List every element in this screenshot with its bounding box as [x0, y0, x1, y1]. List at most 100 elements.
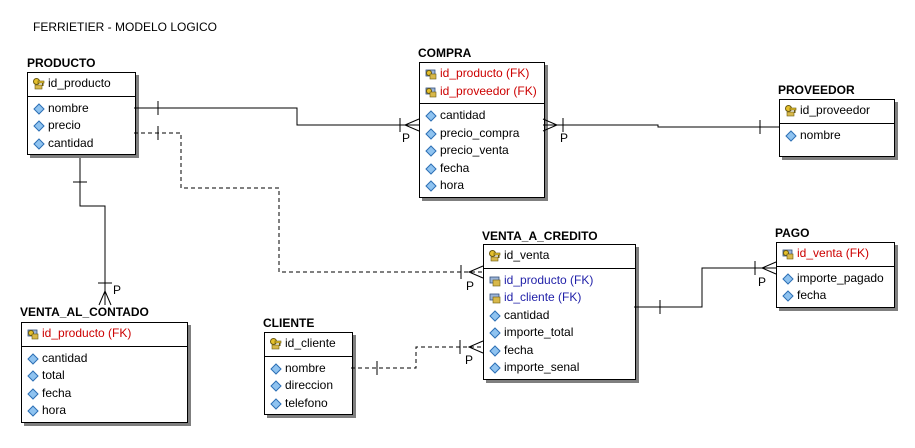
attribute: importe_pagado — [777, 270, 894, 288]
identifying-marker: P — [758, 275, 766, 289]
foreign-key-icon — [425, 87, 437, 97]
attr-label: total — [42, 368, 65, 382]
crowfoot — [760, 261, 777, 275]
attr-label: id_proveedor — [800, 103, 871, 117]
fk-attribute: id_cliente (FK) — [484, 289, 635, 307]
attribute: fecha — [420, 160, 544, 178]
rel-producto-venta-a-credito — [134, 132, 483, 273]
attr-label: importe_pagado — [797, 270, 884, 285]
attr-label: id_producto (FK) — [440, 66, 530, 80]
attr-label: precio — [48, 118, 81, 132]
attr-label: id_cliente — [285, 336, 336, 350]
attr-label: direccion — [285, 378, 334, 392]
attribute-icon — [425, 110, 437, 122]
crowfoot — [403, 118, 420, 132]
attr-label: id_venta (FK) — [797, 246, 870, 260]
entity-name-compra: COMPRA — [418, 46, 472, 60]
attribute-icon — [270, 397, 282, 410]
attr-label: id_producto (FK) — [504, 272, 594, 287]
attribute: cantidad — [28, 135, 135, 153]
foreign-key-icon — [425, 69, 437, 80]
attribute-icon — [33, 137, 45, 150]
attribute: importe_total — [484, 324, 635, 342]
attribute-icon — [782, 290, 794, 302]
attr-label: telefono — [285, 395, 328, 410]
attr-label: cantidad — [504, 307, 550, 322]
attribute: fecha — [22, 385, 187, 403]
attribute-icon — [270, 362, 282, 375]
foreign-key-icon — [27, 329, 39, 340]
attribute-icon — [27, 387, 39, 400]
entity-pago[interactable]: id_venta (FK) importe_pagado fecha — [776, 242, 895, 308]
attr-label: nombre — [48, 100, 89, 115]
attribute-icon — [782, 272, 794, 285]
attr-label: id_venta — [504, 248, 550, 262]
primary-key-icon — [785, 105, 797, 117]
pk-fk-attribute: id_producto (FK) — [420, 65, 544, 83]
attribute-icon — [425, 162, 437, 175]
attribute: nombre — [265, 360, 352, 378]
attribute-icon — [270, 380, 282, 392]
attribute-icon — [489, 362, 501, 374]
attribute-icon — [489, 309, 501, 322]
entity-cliente[interactable]: id_cliente nombre direccion telefono — [264, 332, 353, 415]
attr-label: cantidad — [440, 108, 486, 122]
entity-producto[interactable]: id_producto nombre precio cantidad — [27, 72, 136, 155]
rel-producto-compra — [134, 107, 419, 126]
attr-label: id_proveedor (FK) — [440, 83, 537, 98]
entity-name-venta-al-contado: VENTA_AL_CONTADO — [20, 305, 149, 319]
crowfoot — [467, 265, 484, 279]
pk-fk-attribute: id_proveedor (FK) — [420, 83, 544, 101]
attribute-icon — [785, 129, 797, 142]
attribute-icon — [27, 405, 39, 417]
attribute-icon — [425, 180, 437, 192]
attr-label: nombre — [800, 127, 841, 142]
attr-label: cantidad — [42, 350, 88, 365]
entity-name-cliente: CLIENTE — [263, 316, 315, 330]
entity-venta-a-credito[interactable]: id_venta id_producto (FK) id_cliente (FK… — [483, 244, 636, 380]
rel-cliente-venta-a-credito — [351, 346, 483, 369]
attribute: fecha — [484, 342, 635, 360]
attribute: hora — [420, 177, 544, 195]
entity-venta-al-contado[interactable]: id_producto (FK) cantidad total fecha ho… — [21, 322, 188, 423]
attribute: nombre — [780, 127, 894, 145]
attr-label: fecha — [42, 385, 72, 400]
attr-label: id_producto — [48, 76, 111, 90]
attr-label: nombre — [285, 360, 326, 375]
pk-fk-attribute: id_venta (FK) — [777, 245, 894, 263]
attribute-icon — [27, 370, 39, 382]
primary-key-icon — [489, 250, 501, 262]
entity-name-proveedor: PROVEEDOR — [778, 83, 855, 97]
entity-name-pago: PAGO — [775, 226, 810, 240]
attr-label: fecha — [440, 160, 470, 175]
attr-label: precio_compra — [440, 125, 520, 140]
attribute: fecha — [777, 287, 894, 305]
identifying-marker: P — [560, 131, 568, 145]
attribute: cantidad — [420, 107, 544, 125]
identifying-marker: P — [113, 283, 121, 297]
foreign-key-icon — [782, 249, 794, 260]
primary-key-icon — [33, 78, 45, 90]
attribute: precio_venta — [420, 142, 544, 160]
identifying-marker: P — [466, 279, 474, 293]
diagram-title: FERRIETIER - MODELO LOGICO — [33, 20, 218, 34]
attr-label: id_producto (FK) — [42, 326, 132, 340]
entity-name-producto: PRODUCTO — [27, 56, 96, 70]
crowfoot — [98, 289, 112, 306]
attribute-icon — [33, 120, 45, 132]
attr-label: hora — [440, 178, 465, 192]
crowfoot — [467, 340, 484, 354]
identifying-marker: P — [465, 353, 473, 367]
attribute: hora — [22, 402, 187, 420]
entity-name-venta-a-credito: VENTA_A_CREDITO — [482, 229, 598, 243]
pk-attribute: id_producto — [28, 75, 135, 93]
attribute: cantidad — [22, 350, 187, 368]
fk-attribute: id_producto (FK) — [484, 272, 635, 290]
pk-attribute: id_venta — [484, 247, 635, 265]
attribute: precio — [28, 117, 135, 135]
attribute: nombre — [28, 100, 135, 118]
attribute: telefono — [265, 395, 352, 413]
entity-compra[interactable]: id_producto (FK) id_proveedor (FK) canti… — [419, 62, 545, 198]
entity-proveedor[interactable]: id_proveedor nombre — [779, 99, 895, 157]
